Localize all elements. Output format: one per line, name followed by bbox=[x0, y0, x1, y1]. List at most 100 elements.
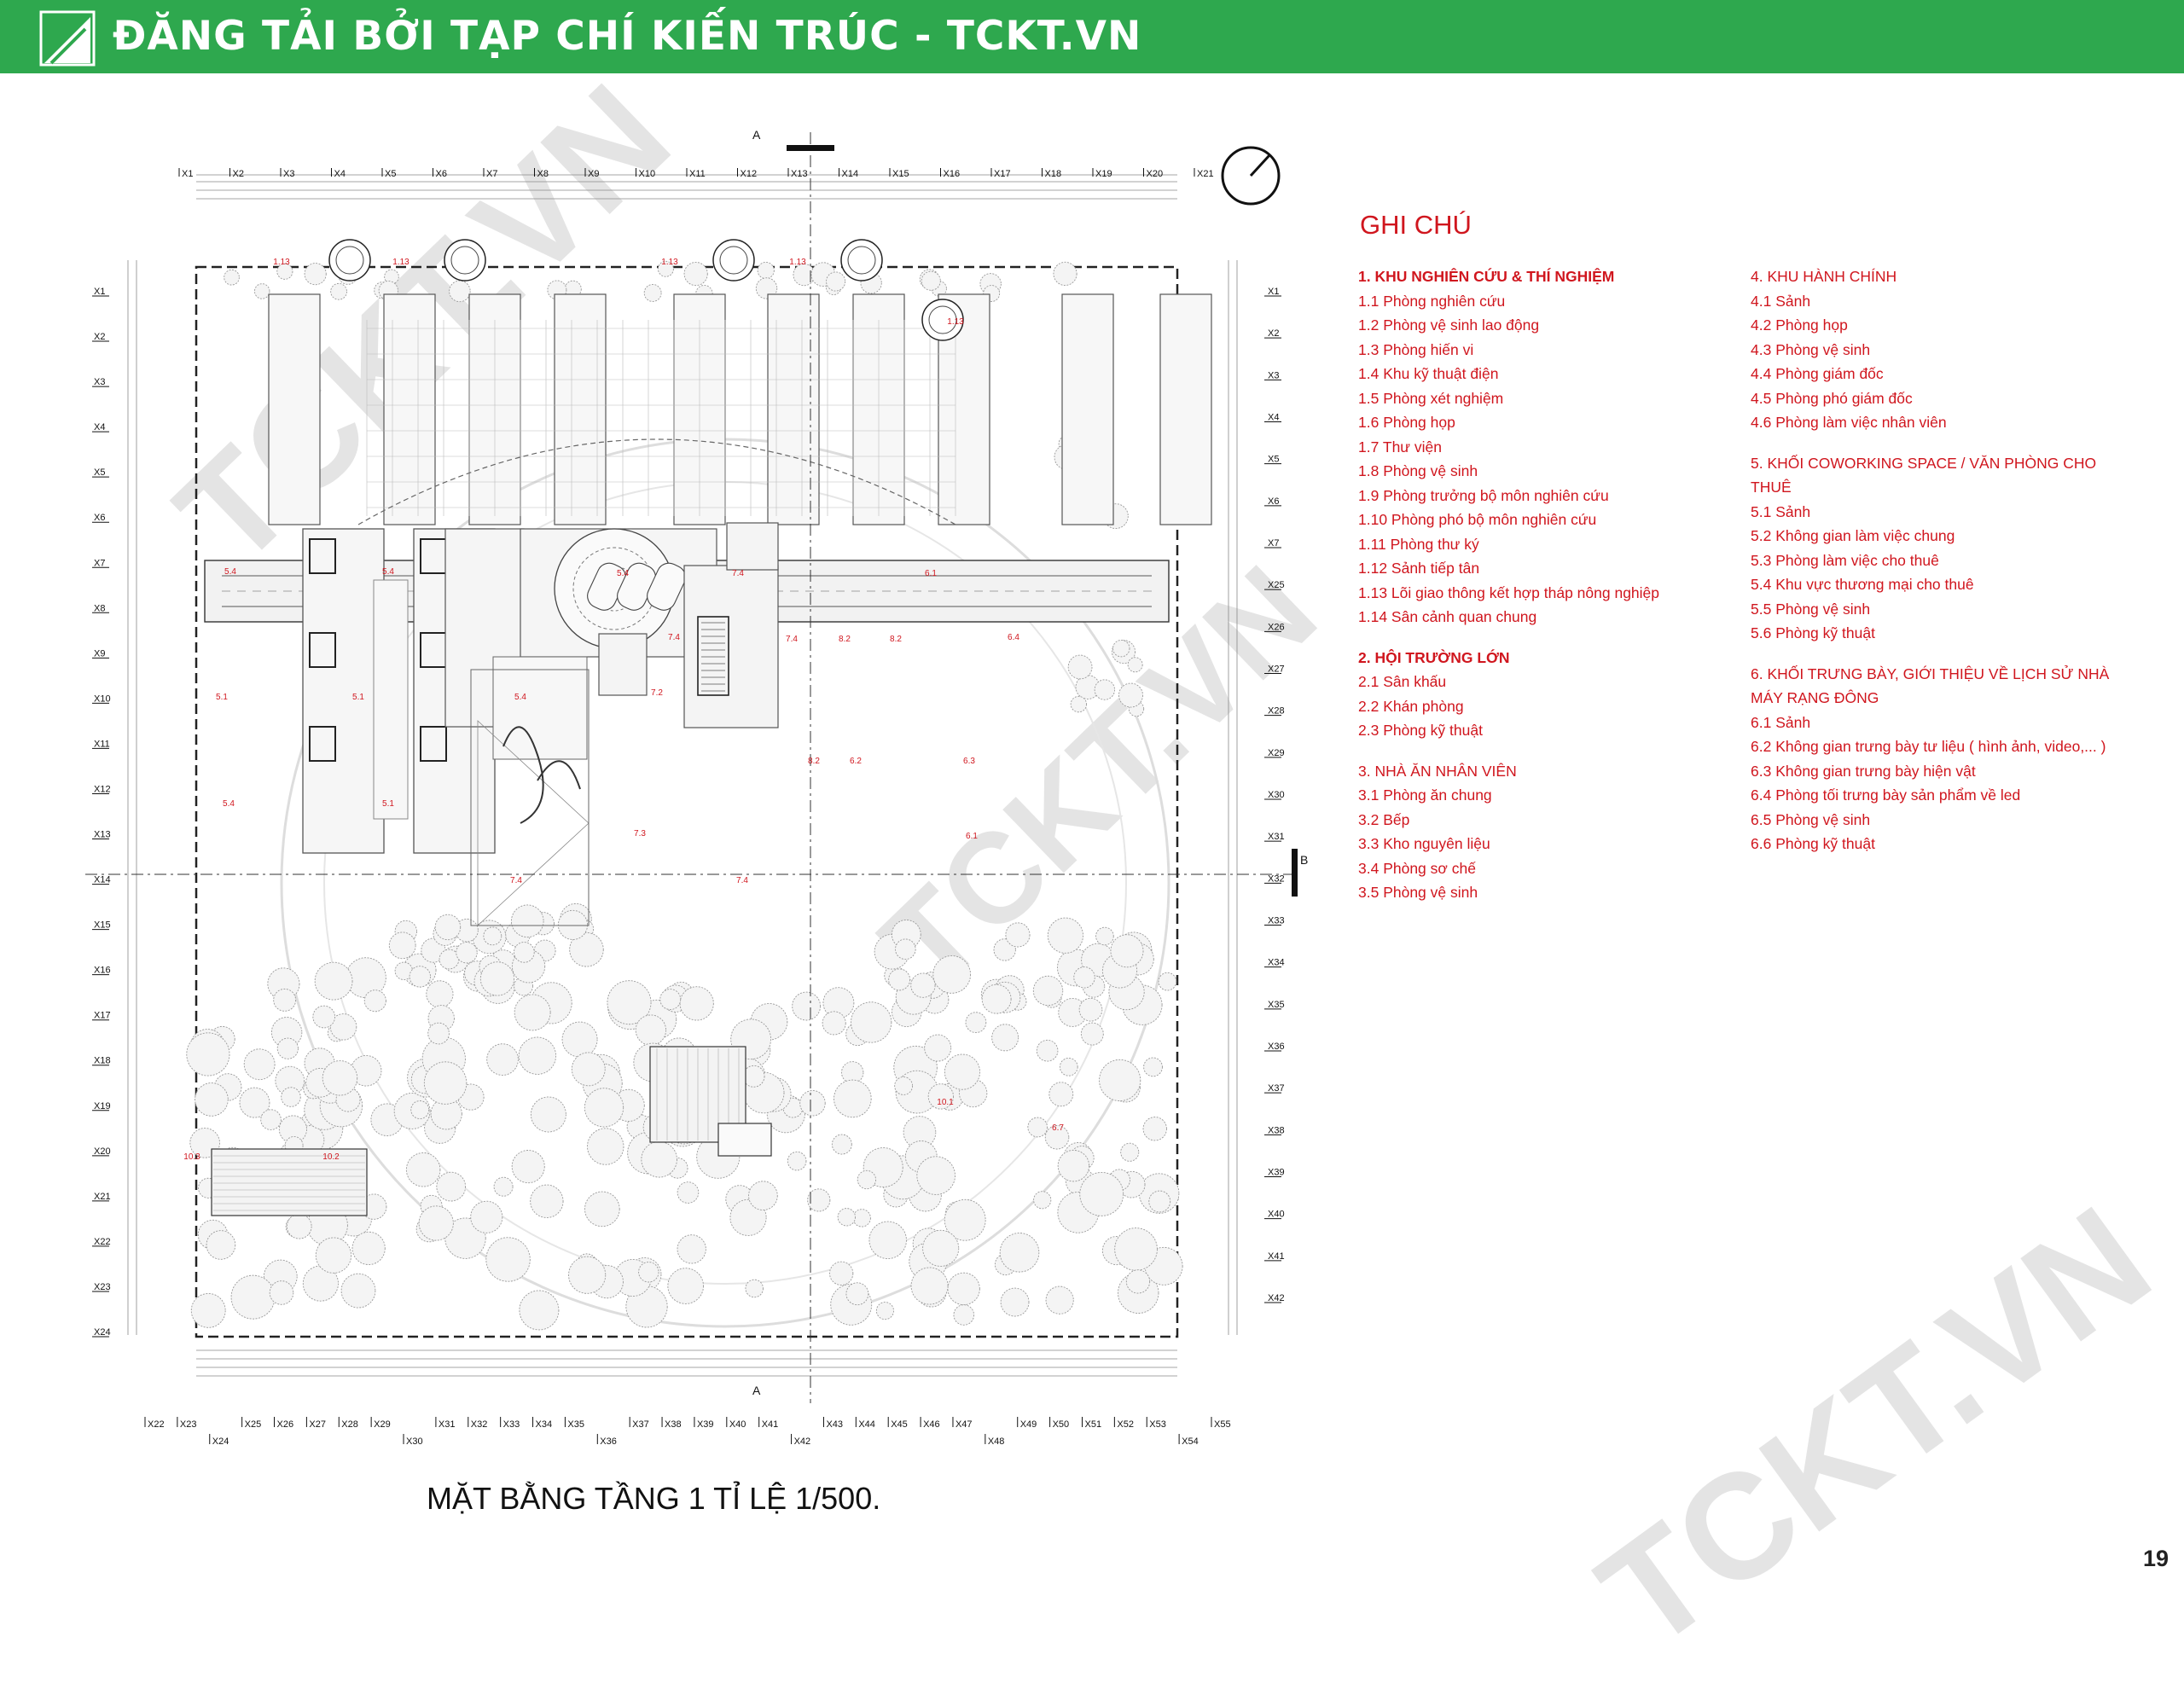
legend-item: 1.4 Khu kỹ thuật điện bbox=[1358, 365, 1499, 382]
grid-label: X12 bbox=[94, 784, 111, 794]
walkway-arc bbox=[357, 438, 956, 525]
tree bbox=[638, 1262, 659, 1283]
room-label: 5.4 bbox=[224, 567, 236, 577]
grid-label: X38 bbox=[1268, 1125, 1285, 1135]
tower-core bbox=[921, 299, 964, 341]
grid-label: X9 bbox=[94, 648, 105, 659]
grid-label: X49 bbox=[1020, 1419, 1037, 1430]
grid-label: X10 bbox=[639, 169, 656, 179]
grid-label: X16 bbox=[944, 169, 961, 179]
tree bbox=[253, 283, 270, 299]
legend-item: 4.2 Phòng họp bbox=[1751, 316, 1848, 334]
grid-label: X42 bbox=[1268, 1293, 1285, 1303]
tree bbox=[755, 277, 778, 299]
grid-label: X45 bbox=[891, 1419, 908, 1430]
tree bbox=[659, 989, 682, 1011]
grid-label: X7 bbox=[486, 169, 497, 179]
grid-label: X43 bbox=[826, 1419, 843, 1430]
legend-group-title: 4. KHU HÀNH CHÍNH bbox=[1751, 268, 1897, 285]
tree bbox=[568, 1256, 607, 1294]
grid-label: X31 bbox=[1268, 832, 1285, 842]
grid-label: X3 bbox=[1268, 370, 1279, 380]
room-label: 7.4 bbox=[732, 569, 744, 578]
grid-label: X51 bbox=[1084, 1419, 1101, 1430]
tree bbox=[1120, 1142, 1140, 1162]
watermark: TCKT.VN bbox=[1571, 1175, 2180, 1681]
tree bbox=[329, 1013, 357, 1041]
tree bbox=[1000, 1287, 1030, 1317]
legend-item: 2.2 Khán phòng bbox=[1358, 697, 1464, 715]
tree bbox=[1033, 1191, 1052, 1210]
grid-label: X6 bbox=[436, 169, 447, 179]
tree bbox=[1143, 1057, 1163, 1077]
header-title: ĐĂNG TẢI BỞI TẠP CHÍ KIẾN TRÚC - TCKT.VN bbox=[113, 13, 1142, 60]
room-label: 5.4 bbox=[382, 567, 394, 577]
grid-label: X30 bbox=[1268, 790, 1285, 800]
tower-core bbox=[928, 305, 957, 334]
tree bbox=[635, 1014, 667, 1046]
legend-item: 1.14 Sân cảnh quan chung bbox=[1358, 608, 1537, 625]
tree bbox=[350, 1054, 382, 1087]
grid-label: X52 bbox=[1117, 1419, 1134, 1430]
tree bbox=[455, 918, 479, 943]
exhibition-block bbox=[726, 522, 779, 571]
tower-core bbox=[328, 239, 371, 281]
tree bbox=[888, 968, 911, 991]
tree bbox=[1158, 972, 1177, 991]
tree bbox=[607, 980, 652, 1025]
legend-item: 6.4 Phòng tối trưng bày sản phẩm về led bbox=[1751, 786, 2021, 804]
grid-label: X23 bbox=[180, 1419, 197, 1430]
tree bbox=[852, 1209, 871, 1227]
grid-label: X17 bbox=[94, 1011, 111, 1021]
tree bbox=[807, 1188, 831, 1212]
grid-label: X11 bbox=[94, 739, 110, 749]
tree bbox=[857, 1169, 877, 1190]
triangle-logo-icon bbox=[39, 10, 96, 67]
plan-caption: MẶT BẰNG TẦNG 1 TỈ LỆ 1/500. bbox=[427, 1481, 881, 1516]
legend-item: 1.1 Phòng nghiên cứu bbox=[1358, 292, 1506, 310]
coworking-block bbox=[302, 528, 385, 854]
tree bbox=[384, 269, 399, 285]
tree bbox=[1118, 682, 1143, 708]
room-label: 8.2 bbox=[839, 635, 851, 644]
room-label: 6.7 bbox=[1052, 1123, 1064, 1133]
tree bbox=[1044, 1125, 1070, 1150]
tree bbox=[486, 1043, 519, 1076]
grid-label: X12 bbox=[741, 169, 758, 179]
stair-core bbox=[420, 726, 447, 762]
legend-item: 1.10 Phòng phó bộ môn nghiên cứu bbox=[1358, 511, 1597, 528]
grid-label: X4 bbox=[334, 169, 346, 179]
tree bbox=[787, 1151, 807, 1171]
grid-label: X55 bbox=[1214, 1419, 1231, 1430]
tree bbox=[1036, 1039, 1059, 1062]
tree bbox=[657, 260, 674, 277]
grid-label: X30 bbox=[406, 1436, 423, 1447]
grid-label: X24 bbox=[212, 1436, 229, 1447]
grid-label: X50 bbox=[1053, 1419, 1070, 1430]
tree bbox=[991, 1024, 1019, 1052]
grid-label: X8 bbox=[94, 603, 105, 613]
grid-label: X18 bbox=[94, 1056, 111, 1066]
lab-block bbox=[554, 293, 607, 525]
tree bbox=[1067, 654, 1093, 680]
tree bbox=[410, 1100, 430, 1119]
tree bbox=[845, 1282, 869, 1306]
tree bbox=[1032, 975, 1064, 1007]
grid-label: X44 bbox=[858, 1419, 875, 1430]
grid-label: X3 bbox=[94, 377, 105, 387]
room-label: 7.3 bbox=[634, 829, 646, 839]
room-label: 5.1 bbox=[216, 693, 228, 702]
legend-item: 3.3 Kho nguyên liệu bbox=[1358, 835, 1490, 852]
tower-core bbox=[335, 246, 364, 275]
tree bbox=[405, 1152, 441, 1187]
tree bbox=[910, 972, 936, 998]
arcade bbox=[373, 579, 409, 820]
room-label: 5.1 bbox=[382, 799, 394, 809]
legend-item: 1.8 Phòng vệ sinh bbox=[1358, 462, 1478, 479]
tree bbox=[243, 1048, 276, 1081]
tree bbox=[1114, 1227, 1158, 1271]
tree bbox=[269, 1280, 294, 1305]
page-number: 19 bbox=[2143, 1546, 2169, 1571]
grid-label: X7 bbox=[94, 558, 105, 568]
grid-label: X25 bbox=[1268, 580, 1285, 590]
